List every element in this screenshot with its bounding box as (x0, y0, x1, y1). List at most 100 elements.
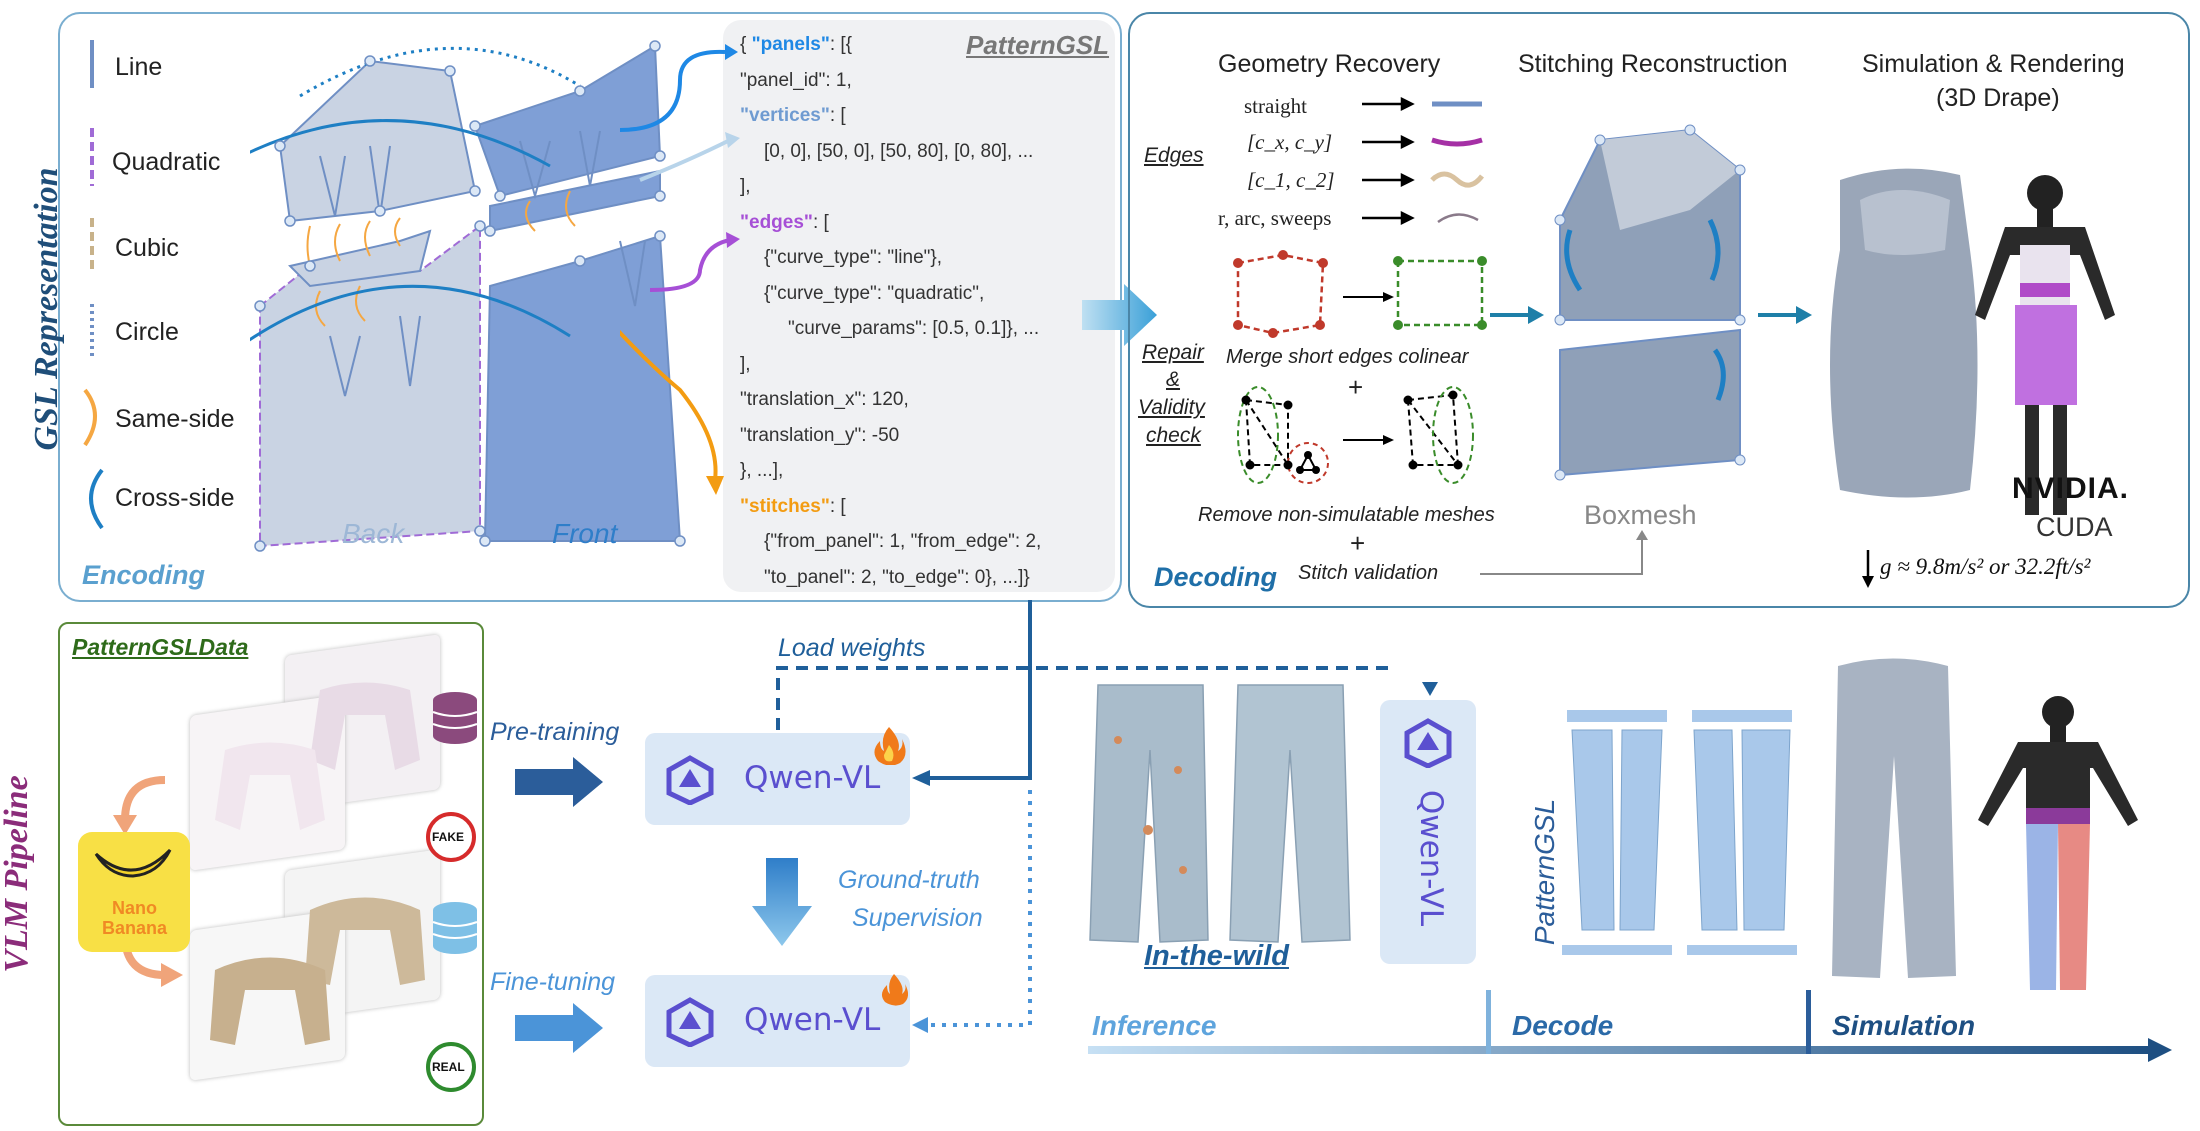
fake-badge (426, 812, 476, 862)
edge-type-straight: straight (1244, 94, 1307, 118)
supervision-dotted-line (925, 790, 1032, 1027)
timeline-inference: Inference (1092, 1010, 1217, 1041)
nano-label-2: Banana (102, 918, 168, 938)
simulation-title-1: Simulation & Rendering (1862, 50, 2125, 78)
arc-swatch (1437, 213, 1479, 224)
remove-caption: Remove non-simulatable meshes (1198, 504, 1495, 526)
code-line: ], (740, 353, 751, 375)
arrow-stitches (620, 329, 718, 481)
real-database-icon (432, 902, 478, 954)
legend-quadratic-label: Quadratic (112, 148, 221, 176)
repair-label-4: check (1146, 424, 1201, 447)
stitch-caption: Stitch validation (1298, 562, 1439, 584)
cross-arc-bottom (250, 284, 571, 342)
code-line: }, ...], (740, 460, 784, 481)
edge-type-c1c2: [c_1, c_2] (1247, 168, 1335, 192)
decoding-panel (1128, 12, 2190, 608)
legend-circle-label: Circle (115, 318, 179, 346)
fake-badge-label: FAKE (432, 830, 465, 844)
data-panel (58, 622, 484, 1126)
edge-type-cxcy: [c_x, c_y] (1247, 130, 1333, 154)
pattern-gsl-vertical-label: PatternGSL (1529, 798, 1561, 946)
floral-jacket-image-2 (215, 742, 325, 830)
legend-cubic-label: Cubic (115, 234, 179, 262)
pattern-pieces (1562, 710, 1797, 955)
legend-same-side-label: Same-side (115, 405, 235, 433)
legend-cross-side-label: Cross-side (115, 484, 235, 512)
nano-label-1: Nano (112, 898, 157, 918)
repair-diagrams (1233, 250, 1487, 484)
repair-label-3: Validity (1138, 396, 1205, 419)
load-weights-label: Load weights (778, 634, 926, 662)
quadratic-swatch (1431, 137, 1483, 147)
stitch-validation-arrow (1480, 530, 1648, 575)
front-label: Front (552, 518, 618, 549)
draped-dress (1830, 168, 1978, 498)
qwen-icon (666, 755, 714, 805)
encoding-arrows (620, 44, 740, 495)
legend-same-side-glyph (83, 388, 97, 447)
fake-database-icon (432, 692, 478, 744)
pretraining-label: Pre-training (490, 718, 620, 746)
repair-label-1: Repair (1142, 341, 1204, 364)
code-line: "panel_id": 1, (740, 69, 852, 91)
merge-after (1396, 259, 1484, 327)
code-line: "translation_y": -50 (740, 424, 900, 446)
legend-line-label: Line (115, 53, 163, 81)
remove-after (1406, 393, 1460, 466)
qwen-pretrain-label: Qwen-VL (744, 760, 881, 796)
back-band (288, 229, 432, 288)
qwen-icon-3 (1404, 718, 1452, 768)
simulation-title-2: (3D Drape) (1936, 84, 2060, 112)
plus-2: + (1350, 528, 1366, 558)
gravity-text: g ≈ 9.8m/s² or 32.2ft/s² (1880, 554, 2091, 579)
code-line: "edges": [ (740, 211, 829, 233)
in-the-wild-label: In-the-wild (1144, 940, 1289, 972)
gt-label-2: Supervision (852, 904, 983, 932)
finetuning-arrow (515, 1003, 603, 1053)
code-line: { "panels": [{ (740, 34, 853, 55)
edge-type-arc: r, arc, sweeps (1218, 206, 1332, 230)
pipeline-connectors (776, 600, 1390, 1033)
qwen-icon-2 (666, 997, 714, 1047)
code-line: ], (740, 176, 751, 197)
draped-pants (1832, 658, 1956, 978)
gravity-arrow (1862, 550, 1874, 588)
code-line: [0, 0], [50, 0], [50, 80], [0, 80], ... (764, 140, 1034, 162)
remove-before (1244, 398, 1289, 466)
real-badge-label: REAL (432, 1060, 465, 1074)
beige-jacket-image (305, 897, 425, 985)
plus-1: + (1348, 372, 1364, 402)
code-line: "translation_x": 120, (740, 389, 909, 410)
merge-caption: Merge short edges colinear (1226, 346, 1469, 368)
timeline-bar (1088, 990, 2172, 1062)
fire-icon (874, 727, 906, 765)
gt-label-1: Ground-truth (838, 866, 980, 894)
arrow-edges (649, 238, 731, 292)
nano-banana-logo (78, 832, 190, 952)
stitching-title: Stitching Reconstruction (1518, 50, 1788, 78)
front-top-panel (473, 44, 662, 198)
cubic-swatch (1430, 171, 1484, 188)
boxmesh-label: Boxmesh (1584, 500, 1697, 530)
repair-label-2: & (1166, 368, 1181, 391)
decoding-label: Decoding (1154, 562, 1278, 592)
legend-cross-side-glyph (89, 468, 104, 530)
gsl-side-label: GSL Representation (28, 167, 65, 451)
timeline-simulation: Simulation (1832, 1010, 1976, 1041)
code-line: {"curve_type": "quadratic", (764, 282, 985, 304)
beige-jacket-image-2 (210, 957, 330, 1045)
sewing-pattern-drawing (250, 40, 686, 552)
mannequin-pants (1978, 696, 2138, 990)
qwen-finetune-label: Qwen-VL (744, 1002, 881, 1038)
gt-supervision-arrow (752, 858, 812, 946)
jeans-images (1089, 684, 1351, 943)
arrow-to-decoding (1082, 284, 1157, 346)
boxmesh-figure (1554, 124, 1746, 481)
floral-jacket-image (310, 682, 420, 770)
code-line: "curve_params": [0.5, 0.1]}, ... (788, 318, 1040, 339)
code-line: "stitches": [ (740, 495, 846, 517)
code-line: {"from_panel": 1, "from_edge": 2, (764, 531, 1042, 552)
vertex-dots (254, 40, 686, 552)
vlm-side-label: VLM Pipeline (0, 775, 35, 973)
